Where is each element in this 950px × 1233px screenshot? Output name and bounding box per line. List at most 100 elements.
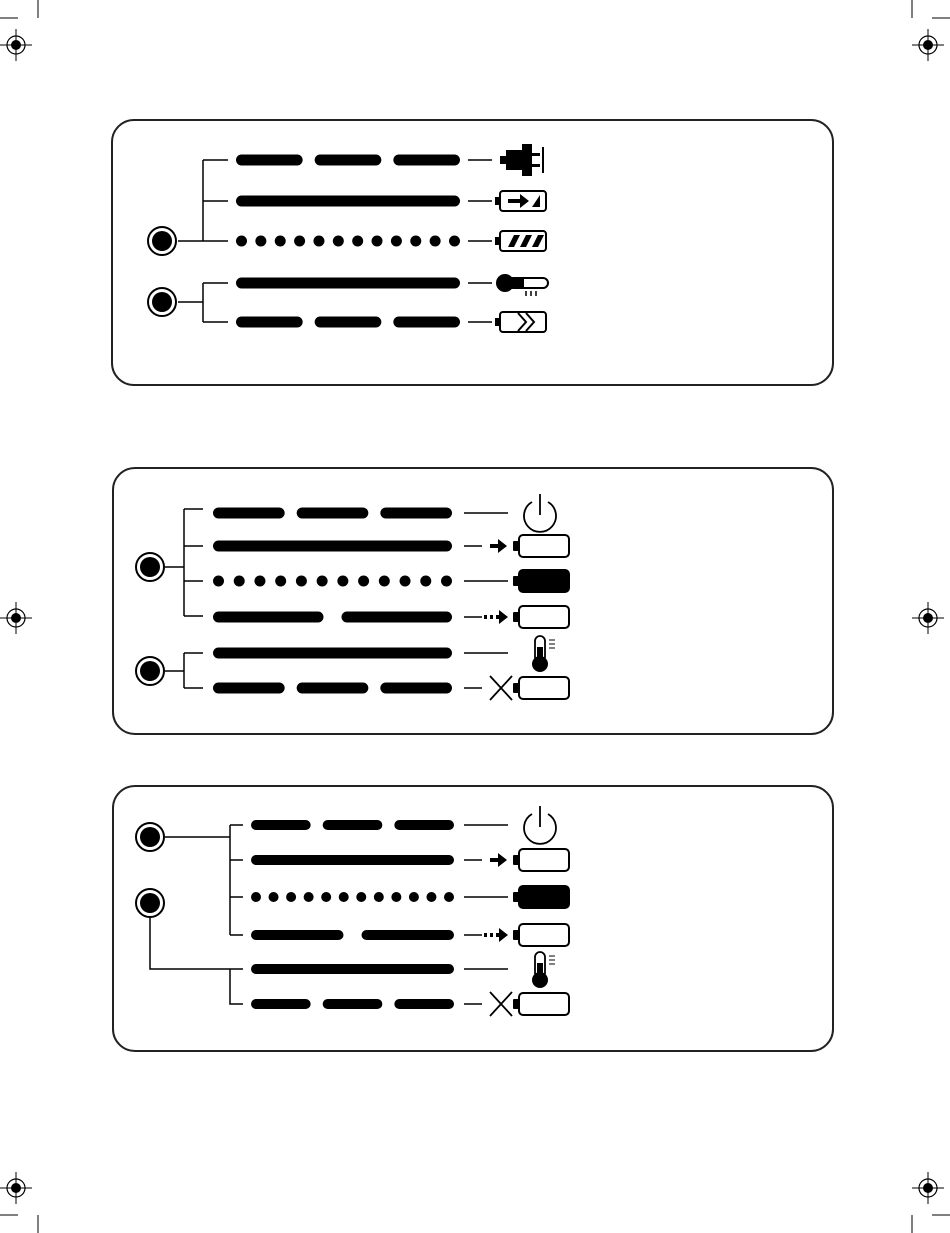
status-row: [236, 312, 546, 332]
status-row: [251, 924, 569, 946]
bar-segment: [251, 820, 311, 830]
bar-segment: [213, 648, 452, 659]
battery-full-icon: [495, 231, 546, 251]
blink-pattern-dash-2: [251, 930, 454, 940]
blink-pattern-dash-3: [251, 999, 454, 1009]
bar-segment: [251, 930, 344, 940]
bar-segment: [251, 855, 454, 865]
blink-pattern-solid: [236, 278, 460, 289]
thermometer-icon: [532, 952, 555, 988]
status-row: [251, 806, 556, 844]
blink-pattern-solid: [251, 855, 454, 865]
status-row: [251, 952, 555, 988]
bar-dot: [400, 576, 411, 587]
battery-fault-icon: [495, 312, 546, 332]
bar-dot: [391, 892, 401, 902]
battery-full-icon: [513, 570, 569, 592]
bar-segment: [236, 278, 460, 289]
bar-segment: [315, 317, 382, 328]
blink-pattern-dash-2: [213, 612, 452, 623]
status-row: [213, 570, 569, 592]
thermometer-icon: [532, 636, 555, 672]
status-row: [236, 274, 548, 296]
indicator-led-fill: [140, 557, 160, 577]
registration-mark: [0, 602, 32, 634]
bar-segment: [394, 820, 454, 830]
bar-segment: [213, 541, 452, 552]
bar-segment: [362, 930, 455, 940]
bar-segment: [394, 999, 454, 1009]
bar-dot: [269, 892, 279, 902]
status-row: [213, 535, 569, 557]
blink-pattern-solid: [251, 964, 454, 974]
bar-dot: [317, 576, 328, 587]
bar-segment: [393, 155, 460, 166]
battery-full-icon: [513, 886, 569, 908]
bar-dot: [409, 892, 419, 902]
status-row: [236, 231, 546, 251]
blink-pattern-dash-3: [251, 820, 454, 830]
bar-dot: [441, 576, 452, 587]
indicator-led-fill: [152, 231, 172, 251]
panel-1: [112, 120, 833, 385]
blink-pattern-dash-3: [236, 317, 460, 328]
blink-pattern-dash-3: [213, 683, 452, 694]
battery-error-icon: [490, 992, 569, 1016]
bar-segment: [323, 999, 383, 1009]
battery-trickle-icon: [484, 924, 569, 946]
battery-charging-icon: [490, 535, 569, 557]
indicator-led-fill: [140, 893, 160, 913]
bar-dot: [213, 576, 224, 587]
bar-dot: [275, 236, 286, 247]
bar-dot: [391, 236, 402, 247]
bar-dot: [236, 236, 247, 247]
bar-dot: [255, 236, 266, 247]
blink-pattern-solid: [236, 196, 460, 207]
bar-dot: [410, 236, 421, 247]
bar-segment: [236, 317, 303, 328]
blink-pattern-dotted: [251, 892, 454, 902]
registration-mark: [0, 1172, 32, 1204]
registration-mark: [0, 29, 32, 61]
status-row: [213, 606, 569, 628]
indicator-led-fill: [140, 661, 160, 681]
connector-lines: [150, 825, 243, 1004]
status-row: [236, 191, 546, 211]
bar-dot: [352, 236, 363, 247]
status-row: [213, 494, 556, 532]
bar-dot: [372, 236, 383, 247]
registration-mark: [912, 1172, 944, 1204]
bar-dot: [420, 576, 431, 587]
panel-3: [113, 786, 833, 1051]
battery-charging-icon: [495, 191, 546, 211]
bar-segment: [213, 683, 285, 694]
connector-lines: [165, 509, 203, 688]
status-row: [236, 144, 543, 176]
bar-dot: [251, 892, 261, 902]
bar-dot: [321, 892, 331, 902]
indicator-led-fill: [152, 292, 172, 312]
power-icon: [524, 806, 556, 844]
bar-segment: [380, 683, 452, 694]
blink-pattern-solid: [213, 648, 452, 659]
bar-dot: [286, 892, 296, 902]
plug-icon: [500, 144, 543, 176]
bar-segment: [236, 196, 460, 207]
bar-segment: [323, 820, 383, 830]
bar-dot: [444, 892, 454, 902]
power-icon: [524, 494, 556, 532]
blink-pattern-dash-3: [213, 508, 452, 519]
bar-dot: [426, 892, 436, 902]
bar-segment: [236, 155, 303, 166]
bar-segment: [315, 155, 382, 166]
bar-dot: [333, 236, 344, 247]
bar-dot: [313, 236, 324, 247]
battery-charging-icon: [490, 849, 569, 871]
panel-2: [113, 468, 833, 734]
bar-segment: [393, 317, 460, 328]
registration-mark: [912, 29, 944, 61]
bar-dot: [449, 236, 460, 247]
status-row: [213, 676, 569, 700]
blink-pattern-dotted: [213, 576, 452, 587]
